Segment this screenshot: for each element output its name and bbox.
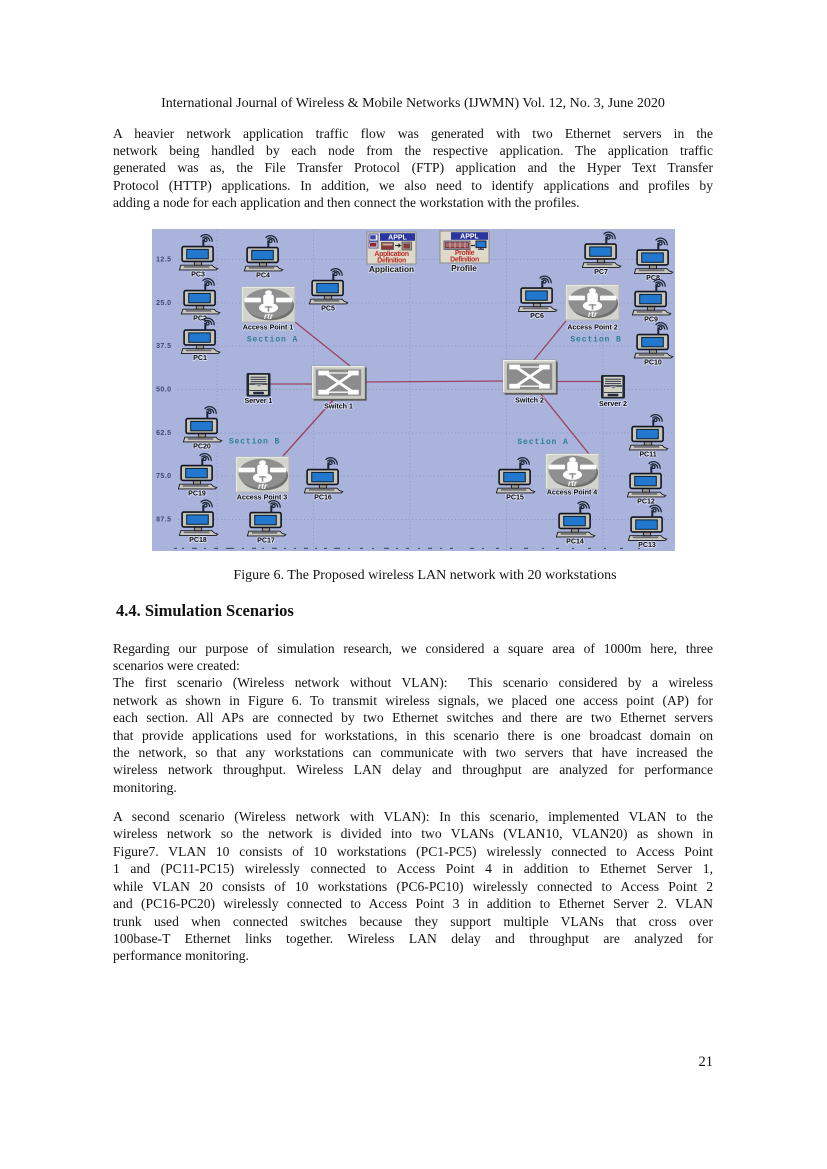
svg-text:Server 2: Server 2 bbox=[599, 400, 627, 408]
svg-text:12.5: 12.5 bbox=[156, 256, 171, 263]
svg-text:Application: Application bbox=[369, 264, 414, 274]
svg-text:Definition: Definition bbox=[377, 258, 406, 265]
svg-text:PC10: PC10 bbox=[644, 358, 662, 366]
svg-text:Section A: Section A bbox=[517, 438, 568, 447]
svg-text:Access Point 1: Access Point 1 bbox=[243, 324, 294, 332]
svg-text:PC12: PC12 bbox=[637, 497, 655, 505]
svg-text:PC16: PC16 bbox=[314, 493, 332, 501]
svg-text:75.0: 75.0 bbox=[156, 473, 171, 480]
svg-text:PC3: PC3 bbox=[191, 270, 205, 278]
svg-text:37.5: 37.5 bbox=[156, 343, 171, 350]
svg-text:PC5: PC5 bbox=[321, 304, 335, 312]
svg-text:50.0: 50.0 bbox=[156, 386, 171, 393]
svg-text:25.0: 25.0 bbox=[156, 300, 171, 307]
svg-text:APPL: APPL bbox=[388, 235, 407, 242]
svg-text:Profile: Profile bbox=[451, 263, 477, 273]
svg-text:PC19: PC19 bbox=[188, 489, 206, 497]
svg-text:PC7: PC7 bbox=[594, 268, 608, 276]
svg-text:APPL: APPL bbox=[460, 234, 479, 241]
svg-text:Section B: Section B bbox=[229, 438, 280, 447]
svg-text:62.5: 62.5 bbox=[156, 430, 171, 437]
svg-text:Profile: Profile bbox=[455, 250, 475, 257]
svg-text:PC6: PC6 bbox=[530, 312, 544, 320]
svg-text:Access Point 3: Access Point 3 bbox=[237, 494, 288, 502]
svg-text:Section B: Section B bbox=[570, 336, 621, 345]
svg-text:PC20: PC20 bbox=[193, 442, 211, 450]
svg-text:PC17: PC17 bbox=[257, 536, 275, 544]
svg-text:PC8: PC8 bbox=[646, 274, 660, 282]
svg-text:Switch 1: Switch 1 bbox=[324, 403, 353, 411]
svg-text:PC4: PC4 bbox=[256, 271, 270, 279]
svg-text:Server 1: Server 1 bbox=[244, 397, 272, 405]
svg-text:PC2: PC2 bbox=[193, 314, 207, 322]
svg-text:Switch 2: Switch 2 bbox=[515, 397, 544, 405]
svg-text:Application: Application bbox=[374, 251, 408, 258]
svg-text:PC13: PC13 bbox=[638, 541, 656, 549]
svg-text:87.5: 87.5 bbox=[156, 516, 171, 523]
svg-text:PC11: PC11 bbox=[639, 450, 656, 458]
svg-text:Access Point 4: Access Point 4 bbox=[547, 489, 598, 497]
svg-text:PC18: PC18 bbox=[189, 536, 207, 544]
svg-text:PC15: PC15 bbox=[506, 493, 524, 501]
svg-text:Definition: Definition bbox=[450, 257, 479, 264]
svg-text:Access Point 2: Access Point 2 bbox=[567, 324, 618, 332]
svg-text:PC1: PC1 bbox=[193, 354, 207, 362]
svg-text:Section A: Section A bbox=[247, 336, 298, 345]
svg-text:PC14: PC14 bbox=[566, 537, 584, 545]
svg-text:PC9: PC9 bbox=[644, 315, 658, 323]
